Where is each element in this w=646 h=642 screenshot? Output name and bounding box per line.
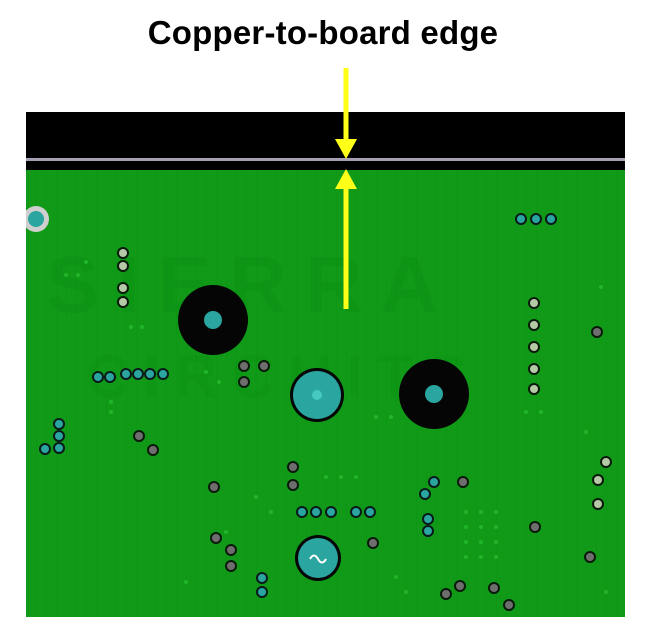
pcb-board-image: SIERRA CIRCUITS — [26, 112, 625, 617]
edge-via-left — [26, 206, 49, 232]
large-antipad-right — [399, 359, 469, 429]
teal-vias — [39, 213, 557, 598]
grey-vias — [117, 247, 612, 611]
figure-title: Copper-to-board edge — [147, 14, 499, 51]
board-edge-black-region — [26, 112, 625, 170]
board-outline-line — [26, 158, 625, 161]
watermark-text-1: SIERRA — [46, 240, 456, 329]
large-teal-pad-center — [290, 368, 344, 422]
large-teal-pad-bottom — [295, 535, 341, 581]
small-pad-dots — [64, 260, 608, 594]
large-antipad-left — [178, 285, 248, 355]
